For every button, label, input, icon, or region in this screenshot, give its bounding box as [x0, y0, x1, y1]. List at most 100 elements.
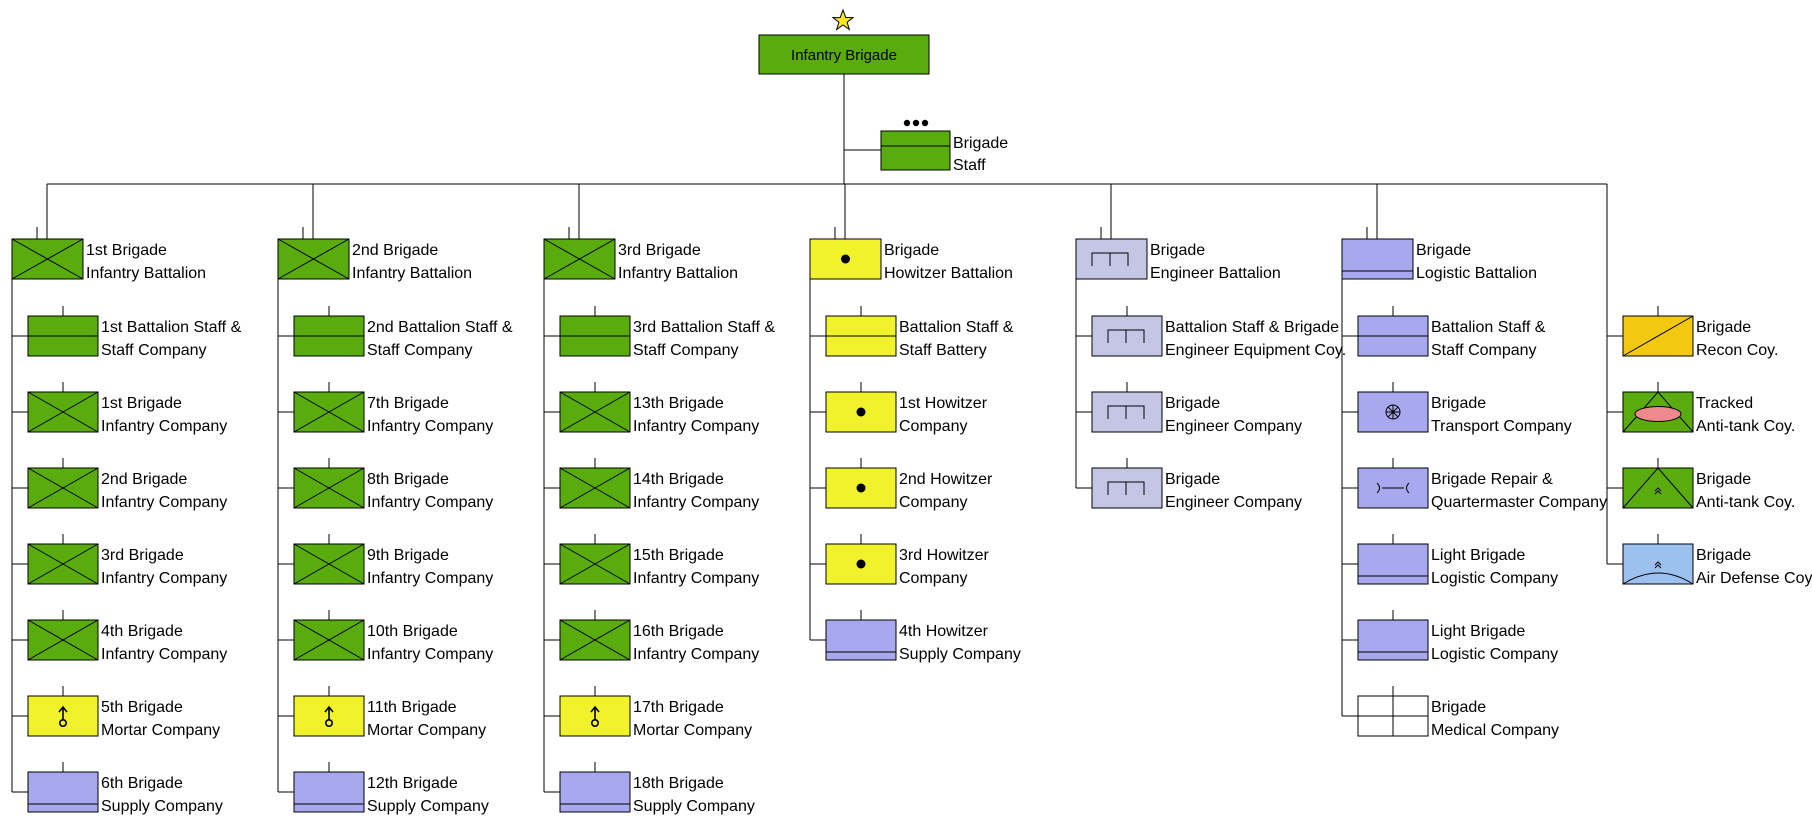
engineer-company-icon[interactable] — [1091, 382, 1163, 433]
unit-label-line-1: 17th Brigade — [633, 699, 724, 716]
unit-label-line-2: Infantry Company — [367, 418, 493, 435]
unit-label-line-1: 11th Brigade — [367, 699, 457, 716]
unit-label-line-1: 18th Brigade — [633, 775, 724, 792]
howitzer-company-icon[interactable] — [825, 534, 897, 585]
infantry-company-icon[interactable] — [559, 534, 631, 585]
supply-company-icon[interactable] — [1357, 534, 1429, 585]
unit-label-line-1: 2nd Howitzer — [899, 471, 993, 488]
unit-label-line-2: Mortar Company — [633, 722, 752, 739]
mortar-company-icon[interactable] — [559, 686, 631, 737]
engineer-company-icon[interactable] — [1091, 458, 1163, 509]
recon-company-icon[interactable] — [1622, 306, 1694, 357]
unit-label-line-1: Battalion Staff & Brigade — [1165, 319, 1339, 336]
unit-label-line-2: Engineer Equipment Coy. — [1165, 342, 1346, 359]
engineer-battalion-icon[interactable] — [1075, 227, 1148, 280]
howitzer-company-icon[interactable] — [825, 458, 897, 509]
tracked-antitank-icon[interactable] — [1622, 382, 1694, 433]
engineer-company-icon[interactable] — [1091, 306, 1163, 357]
unit-label-line-2: Company — [899, 494, 967, 511]
transport-company-icon[interactable] — [1357, 382, 1429, 433]
staff-label-line-1: Brigade — [953, 135, 1008, 152]
unit-label-line-1: 2nd Battalion Staff & — [367, 319, 513, 336]
unit-label-line-2: Anti-tank Coy. — [1696, 494, 1795, 511]
unit-label-line-1: 6th Brigade — [101, 775, 183, 792]
unit-label-line-2: Logistic Battalion — [1416, 265, 1537, 282]
unit-label-line-2: Supply Company — [633, 798, 755, 815]
unit-label-line-1: Battalion Staff & — [1431, 319, 1546, 336]
unit-label-line-2: Supply Company — [899, 646, 1021, 663]
unit-label-line-1: 1st Brigade — [101, 395, 182, 412]
infantry-battalion-icon[interactable] — [277, 227, 350, 280]
infantry-staff-icon[interactable] — [293, 306, 365, 357]
unit-label-line-2: Infantry Company — [633, 494, 759, 511]
infantry-company-icon[interactable] — [293, 610, 365, 661]
infantry-company-icon[interactable] — [27, 382, 99, 433]
infantry-company-icon[interactable] — [559, 382, 631, 433]
infantry-company-icon[interactable] — [559, 610, 631, 661]
unit-label-line-1: 13th Brigade — [633, 395, 724, 412]
unit-label-line-1: 16th Brigade — [633, 623, 724, 640]
logistic-staff-icon[interactable] — [1357, 306, 1429, 357]
infantry-battalion-icon[interactable] — [543, 227, 616, 280]
infantry-company-icon[interactable] — [27, 610, 99, 661]
unit-label-line-1: Light Brigade — [1431, 623, 1525, 640]
unit-label-line-2: Recon Coy. — [1696, 342, 1778, 359]
unit-label-line-2: Infantry Company — [101, 570, 227, 587]
supply-company-icon[interactable] — [27, 762, 99, 813]
howitzer-company-icon[interactable] — [825, 382, 897, 433]
supply-company-icon[interactable] — [293, 762, 365, 813]
unit-label-line-2: Staff Company — [367, 342, 473, 359]
unit-label-line-1: 15th Brigade — [633, 547, 724, 564]
howitzer-battalion-icon[interactable] — [809, 227, 882, 280]
hq-label: Infantry Brigade — [791, 47, 897, 64]
unit-label-line-1: Brigade — [1696, 547, 1751, 564]
unit-label-line-1: 3rd Brigade — [618, 242, 701, 259]
unit-label-line-2: Infantry Battalion — [86, 265, 206, 282]
hq-box[interactable] — [758, 34, 930, 75]
infantry-company-icon[interactable] — [293, 382, 365, 433]
infantry-battalion-icon[interactable] — [11, 227, 84, 280]
unit-label-line-1: Light Brigade — [1431, 547, 1525, 564]
unit-label-line-2: Supply Company — [367, 798, 489, 815]
infantry-company-icon[interactable] — [27, 534, 99, 585]
staff-box[interactable] — [880, 130, 951, 171]
unit-label-line-1: Brigade — [1150, 242, 1205, 259]
unit-label-line-1: Brigade Repair & — [1431, 471, 1553, 488]
unit-label-line-1: 3rd Brigade — [101, 547, 184, 564]
medical-company-icon[interactable] — [1357, 686, 1429, 737]
unit-label-line-1: Tracked — [1696, 395, 1753, 412]
infantry-company-icon[interactable] — [559, 458, 631, 509]
staff-label-line-2: Staff — [953, 157, 986, 174]
unit-label-line-1: 4th Brigade — [101, 623, 183, 640]
infantry-staff-icon[interactable] — [27, 306, 99, 357]
unit-label-line-2: Engineer Company — [1165, 418, 1302, 435]
unit-label-line-2: Infantry Company — [101, 418, 227, 435]
unit-label-line-2: Staff Battery — [899, 342, 987, 359]
mortar-company-icon[interactable] — [27, 686, 99, 737]
unit-label-line-2: Air Defense Coy. — [1696, 570, 1812, 587]
unit-label-line-2: Howitzer Battalion — [884, 265, 1013, 282]
antitank-company-icon[interactable] — [1622, 458, 1694, 509]
infantry-company-icon[interactable] — [27, 458, 99, 509]
unit-label-line-1: 14th Brigade — [633, 471, 724, 488]
unit-label-line-1: 3rd Battalion Staff & — [633, 319, 775, 336]
unit-label-line-2: Quartermaster Company — [1431, 494, 1607, 511]
unit-label-line-2: Staff Company — [1431, 342, 1537, 359]
artillery-staff-icon[interactable] — [825, 306, 897, 357]
repair-company-icon[interactable] — [1357, 458, 1429, 509]
logistic-battalion-icon[interactable] — [1341, 227, 1414, 280]
unit-label-line-2: Logistic Company — [1431, 646, 1558, 663]
supply-company-icon[interactable] — [559, 762, 631, 813]
unit-label-line-2: Infantry Company — [367, 570, 493, 587]
infantry-staff-icon[interactable] — [559, 306, 631, 357]
infantry-company-icon[interactable] — [293, 534, 365, 585]
star-icon — [831, 8, 855, 31]
unit-label-line-2: Infantry Company — [101, 646, 227, 663]
unit-label-line-1: Brigade — [1165, 471, 1220, 488]
mortar-company-icon[interactable] — [293, 686, 365, 737]
infantry-company-icon[interactable] — [293, 458, 365, 509]
air-defense-icon[interactable] — [1622, 534, 1694, 585]
supply-company-icon[interactable] — [825, 610, 897, 661]
supply-company-icon[interactable] — [1357, 610, 1429, 661]
